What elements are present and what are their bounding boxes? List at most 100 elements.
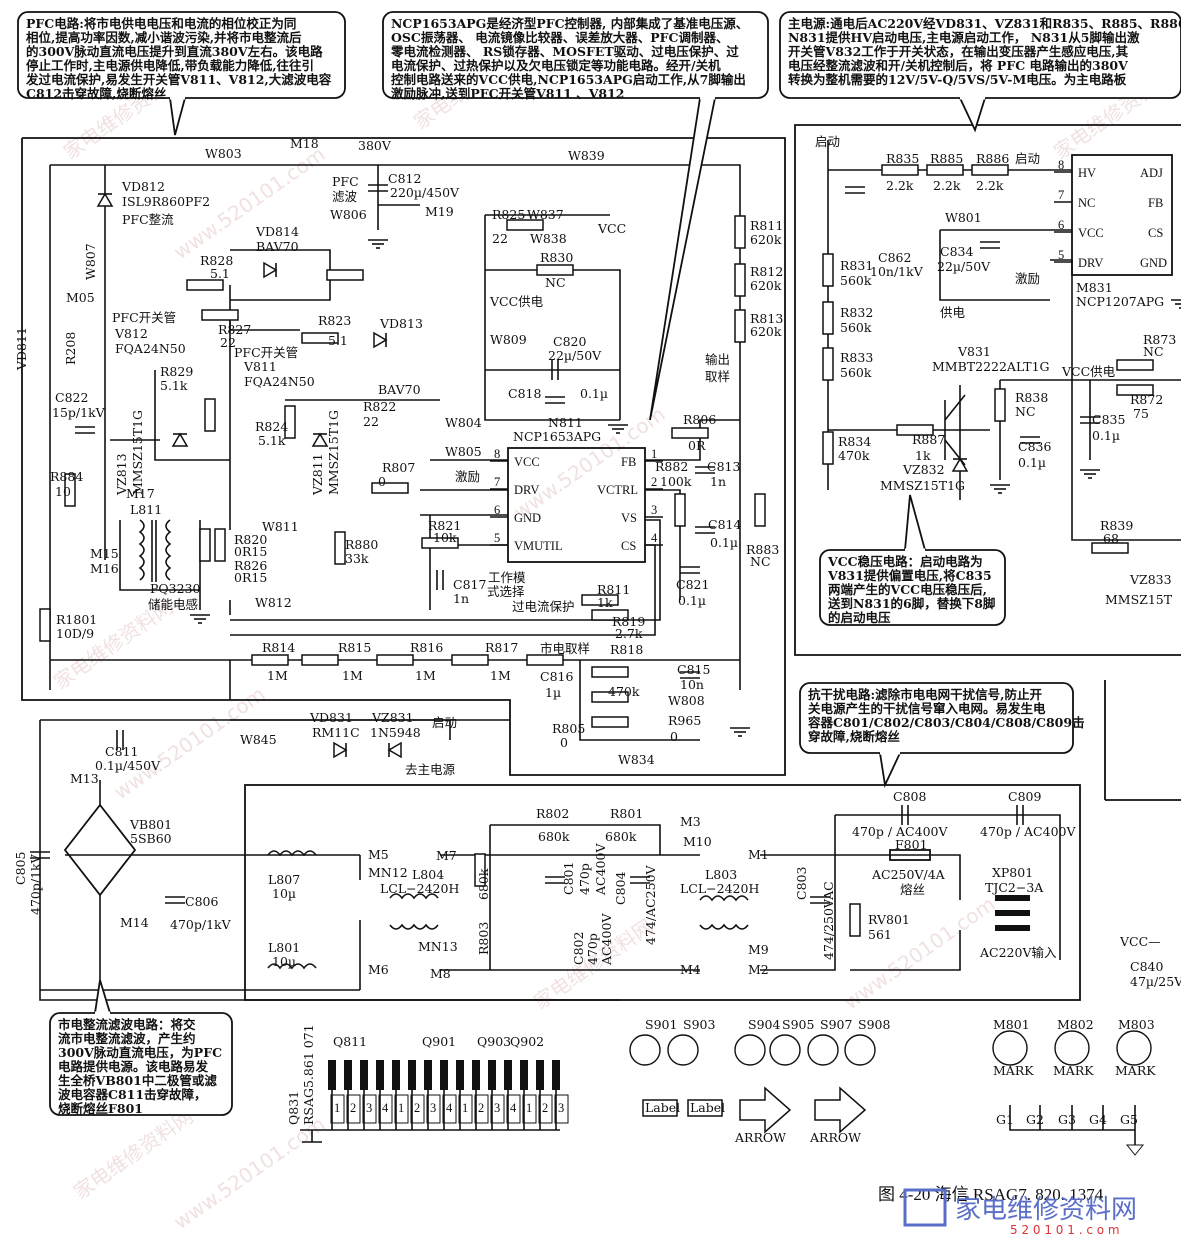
label-exc2: 激励 bbox=[1015, 271, 1040, 286]
callout-box bbox=[382, 11, 769, 99]
label-r823v: 5.1 bbox=[328, 333, 348, 348]
label-lab2: Label bbox=[690, 1100, 725, 1115]
label-mk3: MARK bbox=[1115, 1063, 1156, 1078]
label-c862v: 10n/1kV bbox=[870, 264, 924, 279]
label-vd811: VD811 bbox=[14, 327, 29, 371]
pin-number: 3 bbox=[558, 1101, 564, 1115]
label-c834v: 22µ/50V bbox=[937, 259, 991, 274]
label-c820: C820 bbox=[553, 334, 586, 349]
pin-box bbox=[346, 1094, 361, 1124]
resistor bbox=[591, 666, 629, 678]
label-c805: C805 bbox=[13, 852, 28, 885]
label-mode2: 式选择 bbox=[487, 584, 525, 599]
pin-box bbox=[554, 1094, 569, 1124]
label-r827: R827 bbox=[218, 322, 251, 337]
label-r806: R806 bbox=[683, 412, 716, 427]
label-start3: 启动 bbox=[1015, 151, 1040, 166]
label-r828: R828 bbox=[200, 253, 233, 268]
callout-box bbox=[799, 682, 1074, 754]
connector-pin bbox=[520, 1060, 528, 1090]
label-r829: R829 bbox=[160, 364, 193, 379]
pin-name: VS bbox=[621, 511, 637, 525]
label-c809: C809 bbox=[1008, 789, 1041, 804]
resistor bbox=[204, 398, 216, 432]
label-r884v: 10 bbox=[55, 484, 71, 499]
resistor bbox=[376, 654, 414, 666]
resistor bbox=[371, 482, 409, 494]
pin-name: HV bbox=[1078, 166, 1096, 180]
label-r883: R883 bbox=[746, 542, 779, 557]
label-r826v: 0R15 bbox=[234, 570, 267, 585]
pin-box bbox=[506, 1094, 521, 1124]
label-vd812t: ISL9R860PF2 bbox=[122, 194, 210, 209]
resistor bbox=[734, 215, 746, 249]
label-vz811t: MMSZ15T1G bbox=[326, 410, 341, 495]
label-c806v: 470p/1kV bbox=[170, 917, 232, 932]
resistor bbox=[822, 431, 834, 465]
label-r832v: 560k bbox=[840, 320, 872, 335]
resistor bbox=[1116, 384, 1154, 396]
resistor bbox=[301, 332, 339, 344]
pin-number: 5 bbox=[1058, 248, 1064, 262]
diode bbox=[171, 432, 189, 447]
label-m14: M14 bbox=[120, 915, 149, 930]
arrow-icon bbox=[814, 1086, 867, 1134]
resistor bbox=[284, 405, 296, 439]
pin-number: 4 bbox=[510, 1101, 517, 1115]
inductor-l811 bbox=[138, 519, 172, 582]
label-v811t: FQA24N50 bbox=[244, 374, 315, 389]
connector-xp801 bbox=[995, 895, 1030, 931]
bridge-rectifier-vb801 bbox=[63, 780, 137, 990]
resistor bbox=[971, 164, 1009, 176]
label-r887: R887 bbox=[912, 432, 945, 447]
resistor bbox=[1091, 542, 1129, 554]
callout-text-line: 容器C801/C802/C803/C804/C808/C809击 bbox=[807, 715, 1085, 730]
resistor bbox=[591, 716, 629, 728]
callout-text-line: 主电源:通电后AC220V经VD831、VZ831和R835、R885、R886 bbox=[788, 16, 1181, 31]
label-r826: R826 bbox=[234, 558, 267, 573]
label-mode1: 工作模 bbox=[488, 570, 526, 585]
label-vccsup2: VCC供电 bbox=[1061, 364, 1116, 379]
label-r873: R873 bbox=[1143, 332, 1176, 347]
label-q811: Q811 bbox=[333, 1034, 367, 1049]
callout-text-line: 两端产生的VCC电压稳压后, bbox=[828, 582, 987, 597]
resistor bbox=[994, 388, 1006, 422]
label-mains: 市电取样 bbox=[540, 641, 590, 656]
callout-text-line: 送到N831的6脚，替换下8脚 bbox=[827, 596, 995, 611]
resistor bbox=[201, 309, 239, 321]
label-r885: R885 bbox=[930, 151, 963, 166]
label-n811: N811 bbox=[548, 415, 583, 430]
resistor bbox=[421, 537, 459, 549]
callout-pointer bbox=[169, 97, 186, 136]
pin-number: 1 bbox=[398, 1101, 404, 1115]
label-c804: C804 bbox=[613, 872, 628, 905]
pin-name: VMUTIL bbox=[514, 539, 563, 553]
resistor bbox=[591, 609, 629, 621]
label-c808: C808 bbox=[893, 789, 926, 804]
label-r824v: 5.1k bbox=[258, 433, 286, 448]
callout-text-line: 抗干扰电路:滤除市电电网干扰信号,防止开 bbox=[808, 687, 1042, 702]
label-c809v: 470p / AC400V bbox=[980, 824, 1076, 839]
label-r1801: R1801 bbox=[56, 612, 97, 627]
resistor bbox=[64, 473, 76, 507]
resistor bbox=[822, 301, 834, 335]
label-lab1: Label bbox=[645, 1100, 680, 1115]
label-r803: R803 bbox=[476, 922, 491, 955]
callout-main: 主电源:通电后AC220V经VD831、VZ831和R835、R885、R886… bbox=[779, 11, 1181, 133]
label-l803: L803 bbox=[705, 867, 737, 882]
label-l801v: 10µ bbox=[272, 954, 296, 969]
label-v811: V811 bbox=[243, 359, 277, 374]
label-c801a: AC400V bbox=[593, 843, 608, 896]
connector-pin bbox=[328, 1060, 336, 1090]
label-w812: W812 bbox=[255, 595, 292, 610]
resistor bbox=[581, 594, 619, 606]
label-l803t: LCL−2420H bbox=[680, 881, 759, 896]
resistor bbox=[326, 269, 364, 281]
label-r816v: 1M bbox=[415, 668, 436, 683]
label-vz832: VZ832 bbox=[902, 462, 945, 477]
callout-text-line: 相位,提高功率因数,减小谐波污染,并将市电整流后 bbox=[26, 30, 302, 45]
callout-text-line: 穿故障,烧断熔丝 bbox=[808, 729, 900, 744]
callout-text-line: 电压经整流滤波和开/关机控制后，将 PFC 电路输出的380V bbox=[788, 58, 1128, 73]
diode bbox=[96, 192, 114, 207]
label-mn13: MN13 bbox=[418, 939, 458, 954]
